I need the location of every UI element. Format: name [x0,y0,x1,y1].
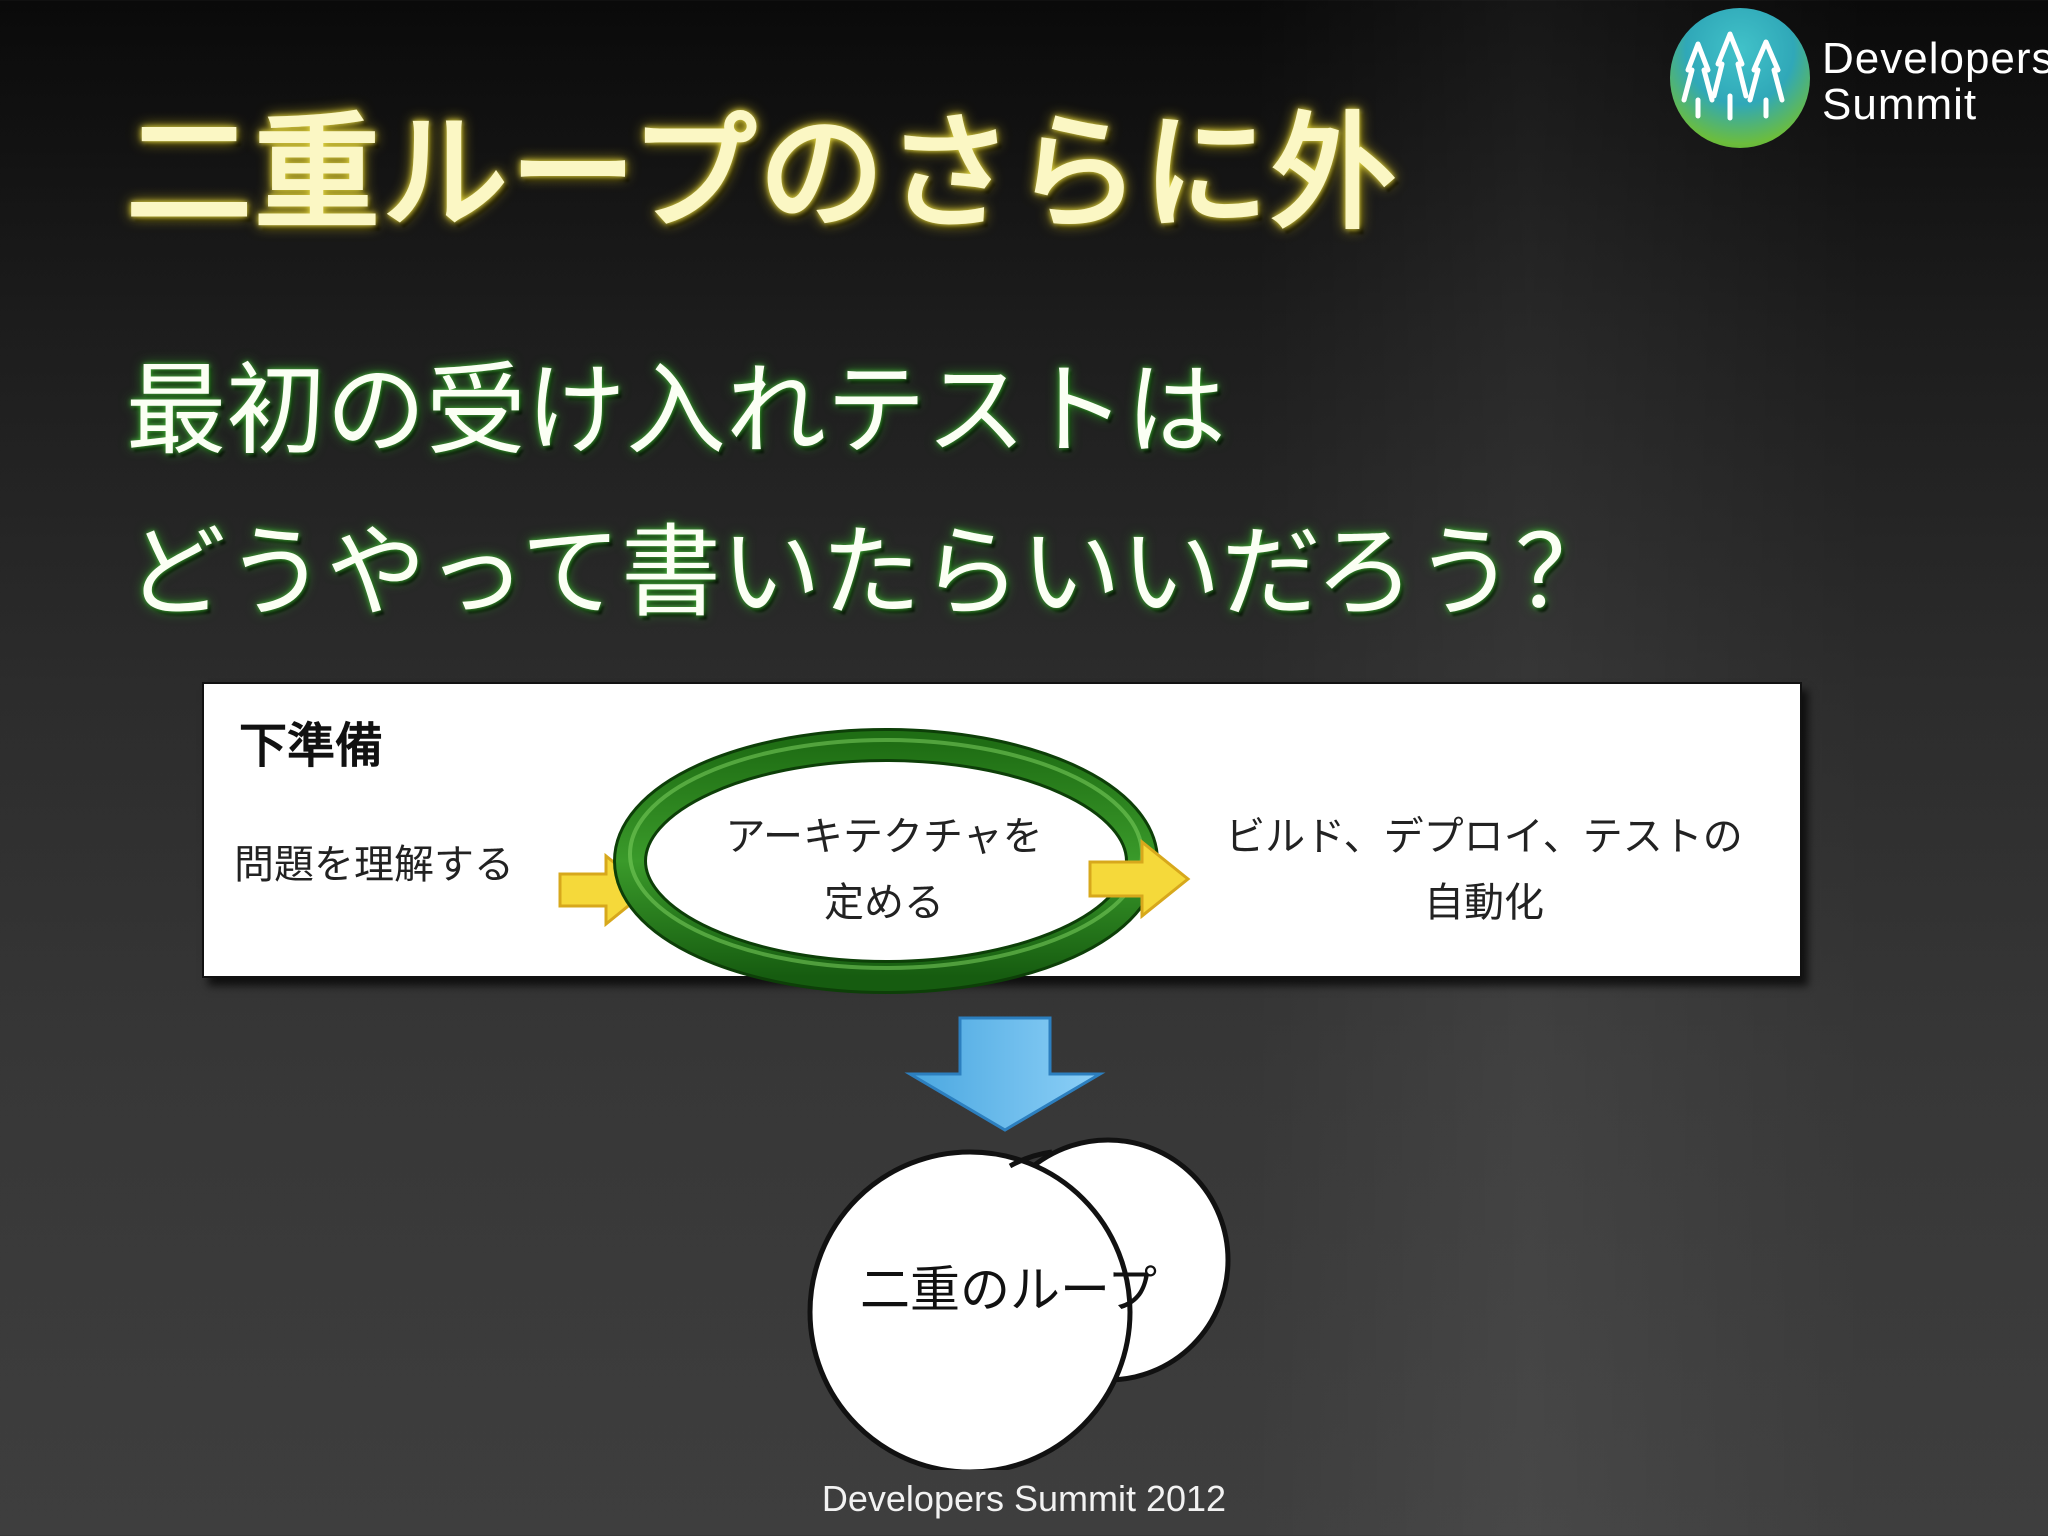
preparation-label: 下準備 [239,718,384,774]
logo-text: Developers Summit [1822,36,2048,128]
double-loop-diagram [807,1137,1231,1470]
developers-summit-logo: Developers Summit [1670,8,2048,148]
slide-title: 二重ループのさらに外 [126,100,1399,247]
logo-line-2: Summit [1822,80,1978,129]
slide-footer: Developers Summit 2012 [821,1478,1227,1519]
logo-line-1: Developers [1822,34,2048,83]
down-arrow-icon [904,1016,1106,1132]
step-2-line-1: アーキテクチャを [725,814,1043,860]
preparation-box: 下準備 問題を理解する アーキテクチャを 定める ビルド、デプロイ、テストの 自… [202,682,1802,994]
logo-trees-icon [1670,8,1810,148]
step-1-text: 問題を理解する [234,842,514,888]
subtitle-line-2: どうやって書いたらいいだろう？ [126,514,1615,631]
step-understand-problem: 問題を理解する [234,832,514,898]
step-automation: ビルド、デプロイ、テストの 自動化 [1204,804,1764,936]
step-define-architecture: アーキテクチャを 定める [684,804,1084,936]
double-loop-label: 二重のループ [860,1261,1157,1319]
right-arrow-icon [1088,838,1191,920]
step-3-line-1: ビルド、デプロイ、テストの [1225,814,1743,860]
step-3-line-2: 自動化 [1424,880,1544,926]
step-2-line-2: 定める [824,880,944,926]
slide-subtitle: 最初の受け入れテストは どうやって書いたらいいだろう？ [126,330,1615,654]
subtitle-line-1: 最初の受け入れテストは [126,352,1226,469]
